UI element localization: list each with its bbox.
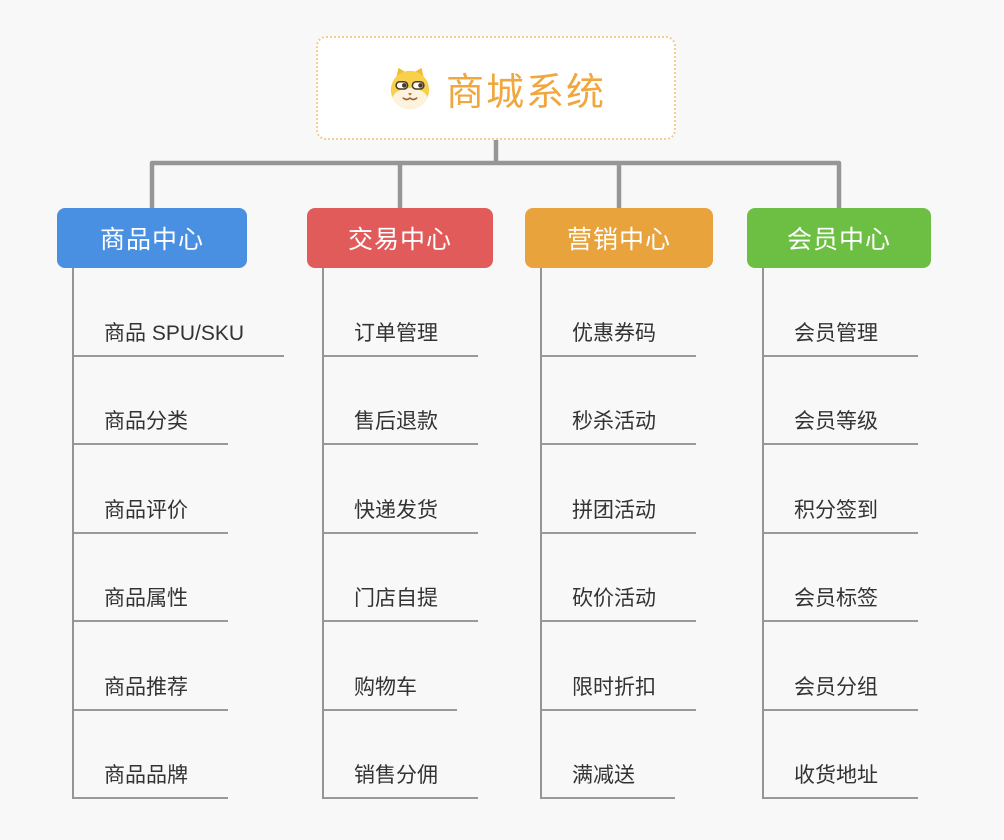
leaf-node[interactable]: 销售分佣 (324, 711, 478, 799)
branch-node-product-center[interactable]: 商品中心 (57, 208, 247, 268)
leaf-node[interactable]: 商品属性 (74, 534, 228, 622)
leaf-node[interactable]: 积分签到 (764, 445, 918, 534)
leaf-node[interactable]: 限时折扣 (542, 622, 696, 711)
leaf-node[interactable]: 订单管理 (324, 268, 478, 357)
leaf-node[interactable]: 会员分组 (764, 622, 918, 711)
leaf-node[interactable]: 优惠券码 (542, 268, 696, 357)
branch-node-member-center[interactable]: 会员中心 (747, 208, 931, 268)
leaf-node[interactable]: 快递发货 (324, 445, 478, 534)
leaf-node[interactable]: 秒杀活动 (542, 357, 696, 445)
leaf-node[interactable]: 门店自提 (324, 534, 478, 622)
leaf-node[interactable]: 会员标签 (764, 534, 918, 622)
branch-node-trade-center[interactable]: 交易中心 (307, 208, 493, 268)
leaf-node[interactable]: 收货地址 (764, 711, 918, 799)
leaf-node[interactable]: 商品 SPU/SKU (74, 268, 285, 357)
subtree-product-center: 商品 SPU/SKU 商品分类 商品评价 商品属性 商品推荐 商品品牌 (72, 268, 285, 799)
leaf-node[interactable]: 商品分类 (74, 357, 228, 445)
branch-node-marketing-center[interactable]: 营销中心 (525, 208, 713, 268)
connector-bus (149, 160, 842, 208)
subtree-marketing-center: 优惠券码 秒杀活动 拼团活动 砍价活动 限时折扣 满减送 (540, 268, 696, 799)
leaf-node[interactable]: 会员等级 (764, 357, 918, 445)
leaf-node[interactable]: 商品品牌 (74, 711, 228, 799)
leaf-node[interactable]: 满减送 (542, 711, 675, 799)
leaf-node[interactable]: 会员管理 (764, 268, 918, 357)
root-title: 商城系统 (445, 71, 606, 114)
shiba-dog-icon (386, 65, 434, 111)
leaf-node[interactable]: 商品评价 (74, 445, 228, 534)
root-node[interactable]: 商城系统 (316, 36, 676, 140)
subtree-member-center: 会员管理 会员等级 积分签到 会员标签 会员分组 收货地址 (762, 268, 918, 799)
leaf-node[interactable]: 拼团活动 (542, 445, 696, 534)
subtree-trade-center: 订单管理 售后退款 快递发货 门店自提 购物车 销售分佣 (322, 268, 478, 799)
leaf-node[interactable]: 购物车 (324, 622, 457, 711)
leaf-node[interactable]: 售后退款 (324, 357, 478, 445)
leaf-node[interactable]: 商品推荐 (74, 622, 228, 711)
leaf-node[interactable]: 砍价活动 (542, 534, 696, 622)
